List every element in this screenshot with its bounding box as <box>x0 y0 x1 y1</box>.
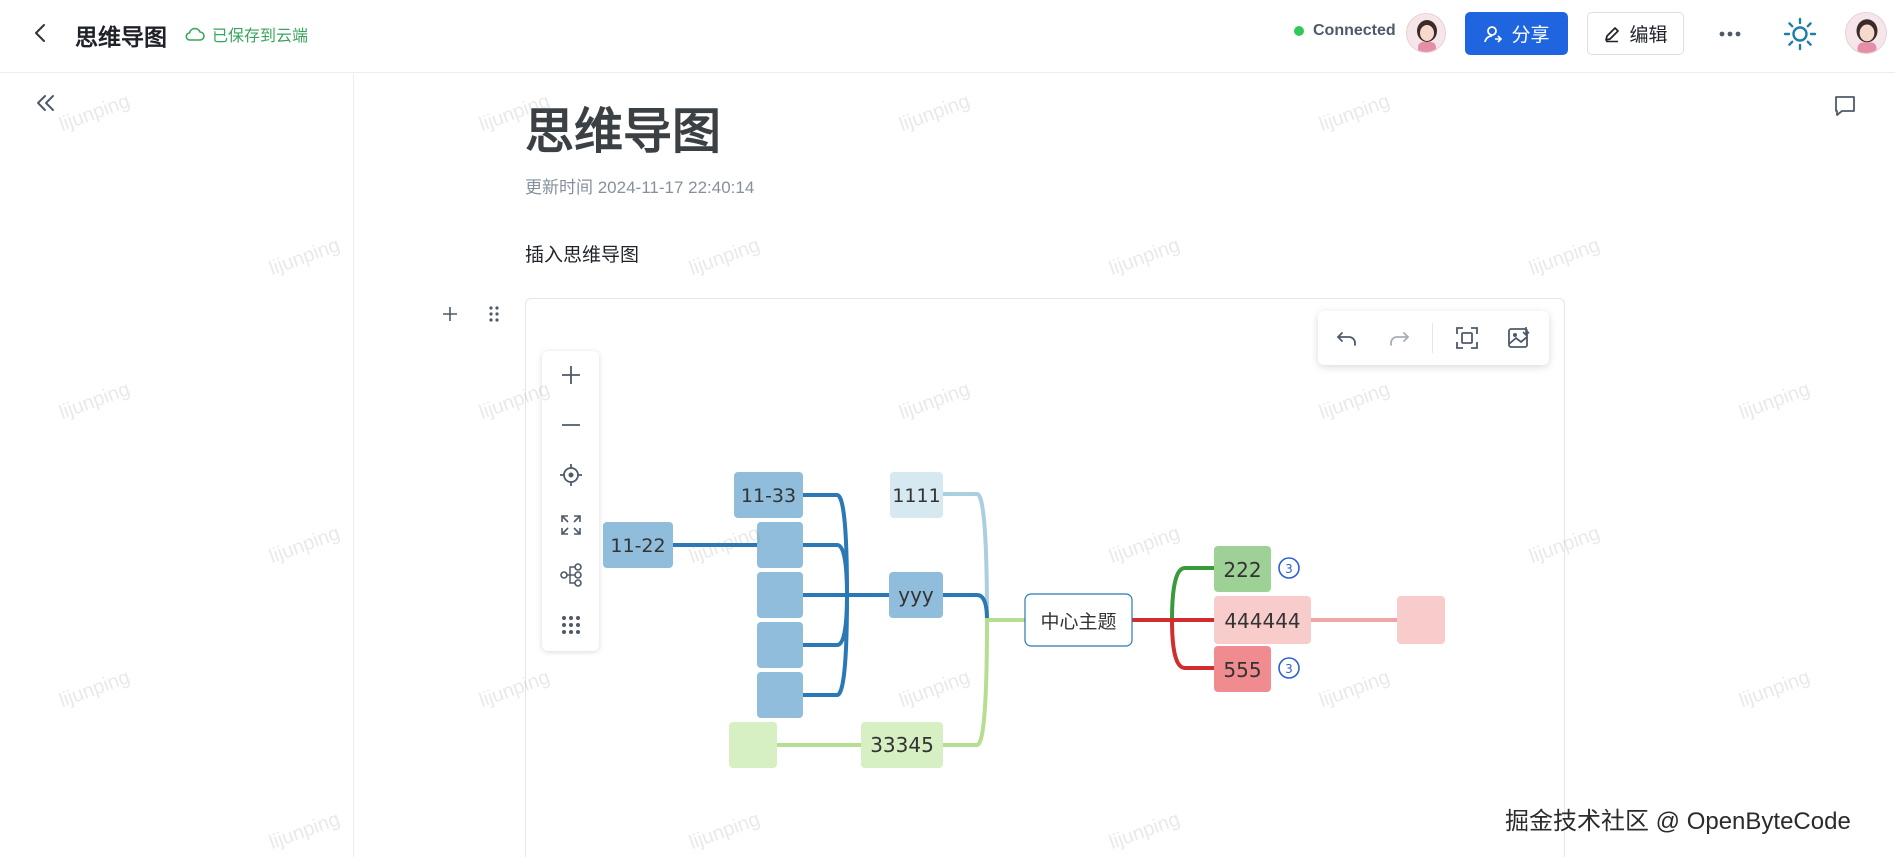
collapse-sidebar-icon[interactable] <box>33 90 59 116</box>
sidebar <box>0 74 354 857</box>
more-icon[interactable] <box>1716 22 1744 46</box>
share-label: 分享 <box>1511 25 1550 46</box>
top-header: 思维导图 已保存到云端 Connected 分 <box>0 0 1895 73</box>
edit-button[interactable]: 编辑 <box>1587 12 1684 55</box>
structure-icon[interactable] <box>557 561 585 589</box>
site-credit-watermark: 掘金技术社区 @ OpenByteCode <box>1505 808 1851 835</box>
watermark: lijunping <box>1526 234 1603 280</box>
save-status-text: 已保存到云端 <box>212 28 309 45</box>
fit-view-icon[interactable] <box>1453 324 1481 352</box>
mindmap-node-empty[interactable] <box>757 622 803 668</box>
redo-icon[interactable] <box>1385 324 1413 352</box>
collapse-badge-222-text: 3 <box>1285 562 1293 576</box>
fullscreen-icon[interactable] <box>557 511 585 539</box>
collaborator-avatar[interactable] <box>1406 13 1446 53</box>
zoom-in-icon[interactable] <box>557 361 585 389</box>
mindmap-node-444444-text: 444444 <box>1224 609 1300 633</box>
updated-time: 更新时间 2024-11-17 22:40:14 <box>525 178 755 197</box>
mindmap-node-555-text: 555 <box>1223 658 1261 682</box>
export-image-icon[interactable] <box>1505 324 1533 352</box>
mindmap-node-33345-text: 33345 <box>870 733 934 757</box>
mindmap-node-yyy-text: yyy <box>898 583 934 607</box>
add-block-icon[interactable] <box>440 304 460 324</box>
paragraph-text: 插入思维导图 <box>525 245 640 266</box>
user-avatar[interactable] <box>1845 12 1887 54</box>
watermark: lijunping <box>1106 234 1183 280</box>
share-user-icon <box>1484 25 1503 43</box>
pencil-icon <box>1605 26 1620 42</box>
cloud-icon <box>185 27 205 41</box>
save-status: 已保存到云端 <box>184 22 308 46</box>
mindmap-node-empty[interactable] <box>757 672 803 718</box>
connection-status-text: Connected <box>1313 22 1396 39</box>
mindmap-node-empty[interactable] <box>757 522 803 568</box>
watermark: lijunping <box>896 90 973 136</box>
mindmap-side-toolbar <box>542 351 599 651</box>
undo-icon[interactable] <box>1333 324 1361 352</box>
collapse-badge-555[interactable] <box>1278 657 1300 679</box>
mindmap-node-1111[interactable] <box>890 472 943 518</box>
links-yyy-children <box>673 493 889 697</box>
mindmap-node-1111-text: 1111 <box>892 485 940 507</box>
mindmap-node-center-text: 中心主题 <box>1040 611 1116 633</box>
mindmap-node-empty[interactable] <box>757 572 803 618</box>
mindmap-canvas[interactable]: 中心主题 222 3 444444 555 3 1111 yyy 11-33 1… <box>525 298 1565 857</box>
mindmap-node-222[interactable] <box>1214 546 1271 592</box>
collapse-badge-222[interactable] <box>1278 557 1300 579</box>
mindmap-node-11-22-text: 11-22 <box>610 535 665 557</box>
watermark: lijunping <box>1316 90 1393 136</box>
link-center-33345 <box>943 618 1025 747</box>
share-button[interactable]: 分享 <box>1465 12 1568 55</box>
watermark: lijunping <box>1736 378 1813 424</box>
link-center-222 <box>1132 566 1217 622</box>
mindmap-node-11-33-text: 11-33 <box>741 485 796 507</box>
avatar-image <box>1407 14 1445 52</box>
watermark: lijunping <box>1736 666 1813 712</box>
edit-label: 编辑 <box>1629 25 1668 46</box>
mindmap-block[interactable] <box>525 298 1565 857</box>
page-title: 思维导图 <box>525 105 722 159</box>
link-center-yyy <box>943 593 1025 622</box>
mindmap-node-11-33[interactable] <box>734 472 803 518</box>
toolbar-divider <box>1432 323 1433 353</box>
mindmap-node-33345-child[interactable] <box>729 722 777 768</box>
zoom-out-icon[interactable] <box>557 411 585 439</box>
link-center-555 <box>1132 618 1217 670</box>
mindmap-node-11-22[interactable] <box>603 522 673 568</box>
back-arrow-icon[interactable] <box>28 20 54 46</box>
mindmap-node-555[interactable] <box>1214 646 1271 692</box>
drag-handle-icon[interactable] <box>486 304 502 324</box>
locate-center-icon[interactable] <box>557 461 585 489</box>
sun-icon[interactable] <box>1783 17 1817 51</box>
mindmap-node-444444[interactable] <box>1214 596 1311 644</box>
mindmap-node-222-text: 222 <box>1223 558 1261 582</box>
mindmap-node-33345[interactable] <box>861 722 943 768</box>
mindmap-node-center[interactable] <box>1024 593 1133 647</box>
watermark: lijunping <box>686 234 763 280</box>
grid-dots-icon[interactable] <box>557 611 585 639</box>
collapse-badge-555-text: 3 <box>1285 662 1293 676</box>
connection-status: Connected <box>1294 22 1396 40</box>
comment-icon[interactable] <box>1832 93 1858 119</box>
doc-title: 思维导图 <box>75 24 167 50</box>
avatar-image <box>1846 13 1886 53</box>
connection-dot <box>1294 26 1304 36</box>
mindmap-top-toolbar <box>1318 311 1549 365</box>
mindmap-node-444444-child[interactable] <box>1397 596 1445 644</box>
mindmap-node-yyy[interactable] <box>889 572 943 618</box>
